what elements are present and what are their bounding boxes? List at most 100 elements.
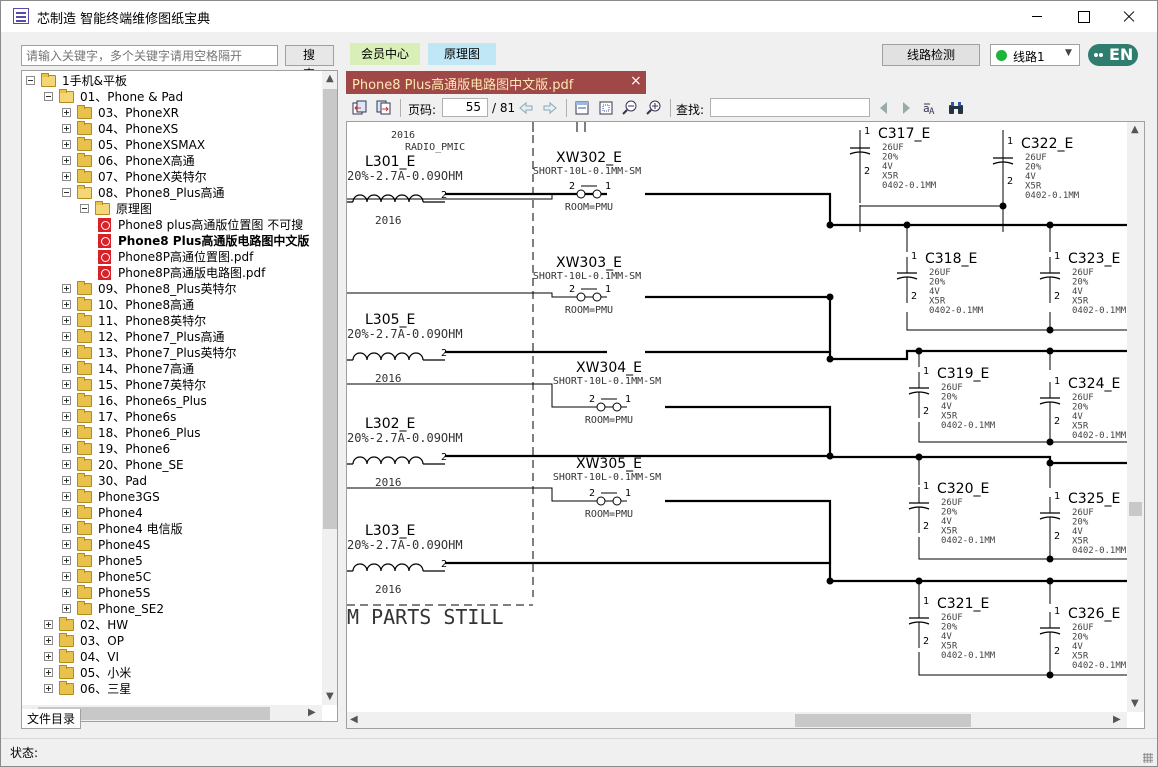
collapse-icon[interactable]: [26, 76, 35, 85]
expand-icon[interactable]: [62, 380, 71, 389]
close-tab-icon[interactable]: ×: [630, 73, 642, 89]
expand-icon[interactable]: [62, 300, 71, 309]
scroll-thumb[interactable]: [38, 707, 270, 720]
zoom-out-icon[interactable]: [622, 100, 638, 116]
line-check-button[interactable]: 线路检测: [882, 44, 980, 66]
expand-icon[interactable]: [62, 588, 71, 597]
tree-item-label: 11、Phone8英特尔: [98, 314, 207, 328]
line-select[interactable]: 线路1 ▼: [990, 44, 1080, 66]
language-button[interactable]: EN: [1088, 44, 1138, 66]
expand-icon[interactable]: [62, 348, 71, 357]
find-prev-icon[interactable]: [876, 100, 892, 116]
capacitor-spec: 20%: [1072, 278, 1089, 288]
expand-icon[interactable]: [44, 652, 53, 661]
tree-item-label: 04、PhoneXS: [98, 122, 179, 136]
status-bar: 状态:: [1, 738, 1157, 766]
tab-member-center[interactable]: 会员中心: [350, 43, 420, 65]
expand-icon[interactable]: [62, 124, 71, 133]
expand-icon[interactable]: [62, 476, 71, 485]
collapse-icon[interactable]: [80, 204, 89, 213]
tree-item-label: 06、PhoneX高通: [98, 154, 195, 168]
expand-icon[interactable]: [62, 172, 71, 181]
expand-icon[interactable]: [62, 460, 71, 469]
binoculars-icon[interactable]: [948, 100, 964, 116]
collapse-icon[interactable]: [44, 92, 53, 101]
tree-horizontal-scrollbar[interactable]: ◀ ▶: [22, 705, 322, 721]
scroll-down-icon[interactable]: ▼: [1131, 698, 1139, 709]
scroll-up-icon[interactable]: ▲: [1131, 124, 1139, 135]
fit-width-icon[interactable]: [574, 100, 590, 116]
tab-file-directory[interactable]: 文件目录: [21, 709, 81, 729]
find-input[interactable]: [710, 98, 870, 117]
page-next-icon[interactable]: [376, 100, 392, 116]
tab-schematic[interactable]: 原理图: [428, 43, 496, 65]
maximize-button[interactable]: [1060, 1, 1106, 32]
expand-icon[interactable]: [62, 396, 71, 405]
minimize-button[interactable]: [1014, 1, 1060, 32]
toolbar-separator: [566, 99, 567, 117]
expand-icon[interactable]: [62, 556, 71, 565]
expand-icon[interactable]: [62, 492, 71, 501]
pin-label: 2: [1054, 646, 1060, 657]
scroll-down-icon[interactable]: ▼: [326, 691, 334, 702]
scroll-left-icon[interactable]: ◀: [350, 714, 358, 725]
expand-icon[interactable]: [62, 284, 71, 293]
viewer-horizontal-scrollbar[interactable]: ◀ ▶: [347, 712, 1127, 728]
expand-icon[interactable]: [62, 508, 71, 517]
expand-icon[interactable]: [44, 684, 53, 693]
fit-page-icon[interactable]: [598, 100, 614, 116]
zoom-in-icon[interactable]: [646, 100, 662, 116]
capacitor-spec: 0402-0.1MM: [929, 306, 984, 316]
search-button[interactable]: 搜 索: [285, 45, 334, 81]
scroll-up-icon[interactable]: ▲: [326, 73, 334, 84]
tree-item-label: 14、Phone7高通: [98, 362, 195, 376]
expand-icon[interactable]: [62, 444, 71, 453]
year-label: 2016: [375, 476, 402, 489]
page-prev-icon[interactable]: [352, 100, 368, 116]
pin-label: 2: [569, 284, 575, 295]
expand-icon[interactable]: [44, 668, 53, 677]
document-tab[interactable]: Phone8 Plus高通版电路图中文版.pdf ×: [346, 71, 646, 94]
folder-icon: [59, 633, 74, 647]
inductor-coil: [347, 563, 445, 572]
expand-icon[interactable]: [62, 156, 71, 165]
tree-item-label: 08、Phone8_Plus高通: [98, 186, 225, 200]
expand-icon[interactable]: [62, 140, 71, 149]
expand-icon[interactable]: [62, 572, 71, 581]
tree-item-label: 05、PhoneXSMAX: [98, 138, 206, 152]
search-input[interactable]: [21, 45, 278, 66]
viewer-vertical-scrollbar[interactable]: ▲ ▼: [1127, 122, 1144, 712]
expand-icon[interactable]: [62, 332, 71, 341]
expand-icon[interactable]: [62, 428, 71, 437]
find-next-icon[interactable]: [898, 100, 914, 116]
expand-icon[interactable]: [62, 316, 71, 325]
page-number-input[interactable]: 55: [442, 98, 488, 117]
scroll-right-icon[interactable]: ▶: [308, 707, 316, 718]
tree-vertical-scrollbar[interactable]: ▲ ▼: [322, 71, 337, 705]
forward-arrow-icon[interactable]: [542, 100, 558, 116]
scroll-right-icon[interactable]: ▶: [1113, 714, 1121, 725]
collapse-icon[interactable]: [62, 188, 71, 197]
folder-icon: [59, 649, 74, 663]
expand-icon[interactable]: [44, 636, 53, 645]
expand-icon[interactable]: [62, 364, 71, 373]
back-arrow-icon[interactable]: [518, 100, 534, 116]
short-spec: SHORT-10L-0.1MM-SM: [553, 472, 661, 483]
close-window-button[interactable]: [1106, 1, 1152, 32]
expand-icon[interactable]: [62, 524, 71, 533]
folder-icon: [59, 665, 74, 679]
pin-label: 1: [1007, 136, 1013, 147]
expand-icon[interactable]: [44, 620, 53, 629]
expand-icon[interactable]: [62, 604, 71, 613]
resize-grip-icon[interactable]: [1143, 753, 1153, 763]
expand-icon[interactable]: [62, 540, 71, 549]
scroll-thumb[interactable]: [323, 89, 337, 529]
scroll-thumb[interactable]: [795, 714, 971, 727]
expand-icon[interactable]: [62, 108, 71, 117]
capacitor-spec: 20%: [929, 278, 946, 288]
scroll-thumb[interactable]: [1129, 502, 1142, 516]
expand-icon[interactable]: [62, 412, 71, 421]
svg-text:A: A: [929, 107, 935, 116]
